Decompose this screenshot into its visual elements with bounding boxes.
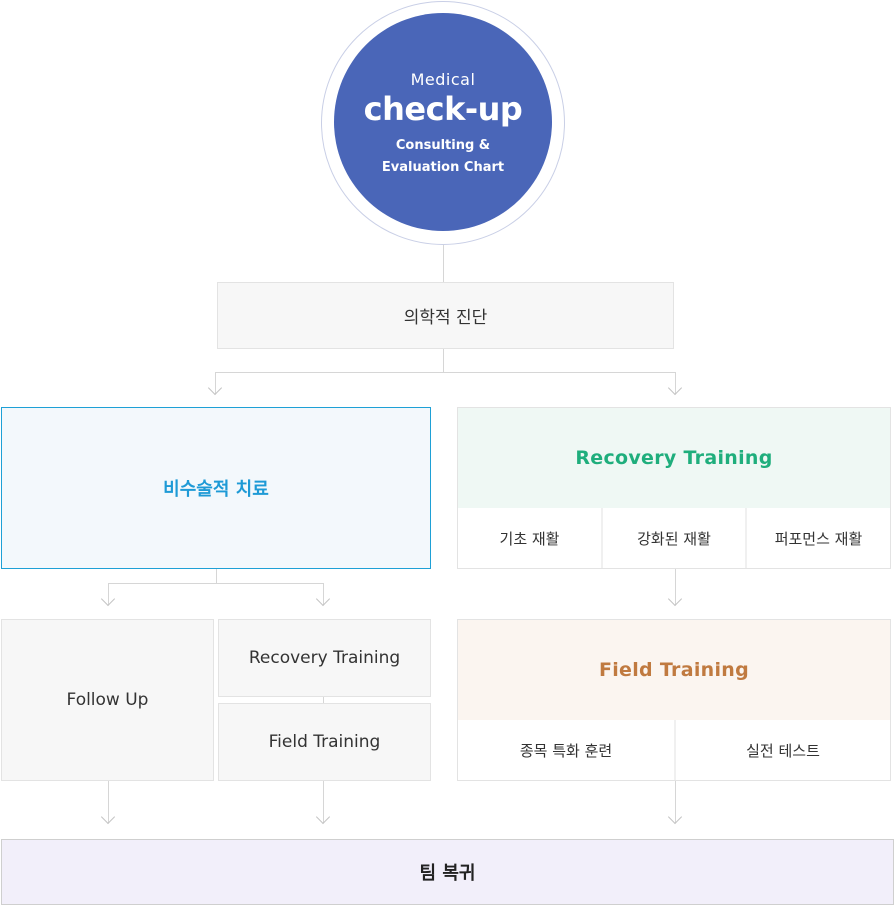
connector-nonsurgical-down <box>216 569 217 583</box>
circle-sub-line-1: Consulting & <box>395 137 491 153</box>
arrow-down-icon <box>315 809 331 825</box>
arrow-down-icon <box>667 809 683 825</box>
arrow-down-icon <box>667 380 683 396</box>
connector-circle-diagnosis <box>443 245 444 282</box>
connector-training-drop <box>323 583 324 605</box>
arrow-down-icon <box>207 380 223 396</box>
connector-nonsurgical-branch <box>108 583 324 584</box>
connector-field-team <box>675 781 676 823</box>
recovery-item-label: 기초 재활 <box>499 529 560 548</box>
connector-right-drop <box>675 372 676 394</box>
connector-left-drop <box>215 372 216 394</box>
field-item: 실전 테스트 <box>676 720 890 780</box>
field-training-box: Field Training 종목 특화 훈련 실전 테스트 <box>457 619 891 781</box>
diagnosis-label: 의학적 진단 <box>403 308 488 328</box>
recovery-item-label: 강화된 재활 <box>637 529 711 548</box>
connector-diagnosis-branch <box>215 372 676 373</box>
non-surgical-title: 비수술적 치료 <box>163 479 269 500</box>
field-item: 종목 특화 훈련 <box>458 720 674 780</box>
team-return-label: 팀 복귀 <box>419 863 476 884</box>
field-item-label: 종목 특화 훈련 <box>519 741 613 760</box>
arrow-down-icon <box>100 591 116 607</box>
non-surgical-box: 비수술적 치료 <box>1 407 431 569</box>
recovery-training-box: Recovery Training 기초 재활 강화된 재활 퍼포먼스 재활 <box>457 407 891 569</box>
field-training-header: Field Training <box>458 620 890 720</box>
follow-up-label: Follow Up <box>66 690 149 710</box>
recovery-training-small-label: Recovery Training <box>248 648 401 668</box>
arrow-down-icon <box>100 809 116 825</box>
arrow-down-icon <box>667 591 683 607</box>
recovery-item-label: 퍼포먼스 재활 <box>774 529 863 548</box>
field-training-small-label: Field Training <box>268 732 381 752</box>
recovery-training-header: Recovery Training <box>458 408 890 508</box>
team-return-box: 팀 복귀 <box>1 839 894 905</box>
diagnosis-box: 의학적 진단 <box>217 282 674 349</box>
header-circle: Medical check-up Consulting & Evaluation… <box>334 13 552 231</box>
connector-followup-team <box>108 781 109 823</box>
connector-followup-drop <box>108 583 109 605</box>
recovery-training-title: Recovery Training <box>575 447 773 469</box>
recovery-item: 강화된 재활 <box>603 508 745 568</box>
field-training-small-box: Field Training <box>218 703 431 781</box>
divider <box>674 720 676 780</box>
circle-sub-text: Consulting & Evaluation Chart <box>382 135 504 179</box>
connector-recovery-down <box>675 569 676 605</box>
recovery-item: 기초 재활 <box>458 508 601 568</box>
connector-recovery-field <box>323 697 324 703</box>
follow-up-box: Follow Up <box>1 619 214 781</box>
divider <box>601 508 603 568</box>
arrow-down-icon <box>315 591 331 607</box>
recovery-item: 퍼포먼스 재활 <box>747 508 890 568</box>
field-item-label: 실전 테스트 <box>746 741 820 760</box>
connector-diagnosis-down <box>443 349 444 372</box>
circle-top-text: Medical <box>410 69 476 89</box>
circle-main-text: check-up <box>363 89 523 128</box>
circle-sub-line-2: Evaluation Chart <box>381 159 505 175</box>
field-training-title: Field Training <box>598 659 750 681</box>
recovery-training-small-box: Recovery Training <box>218 619 431 697</box>
connector-training-team <box>323 781 324 823</box>
divider <box>745 508 747 568</box>
